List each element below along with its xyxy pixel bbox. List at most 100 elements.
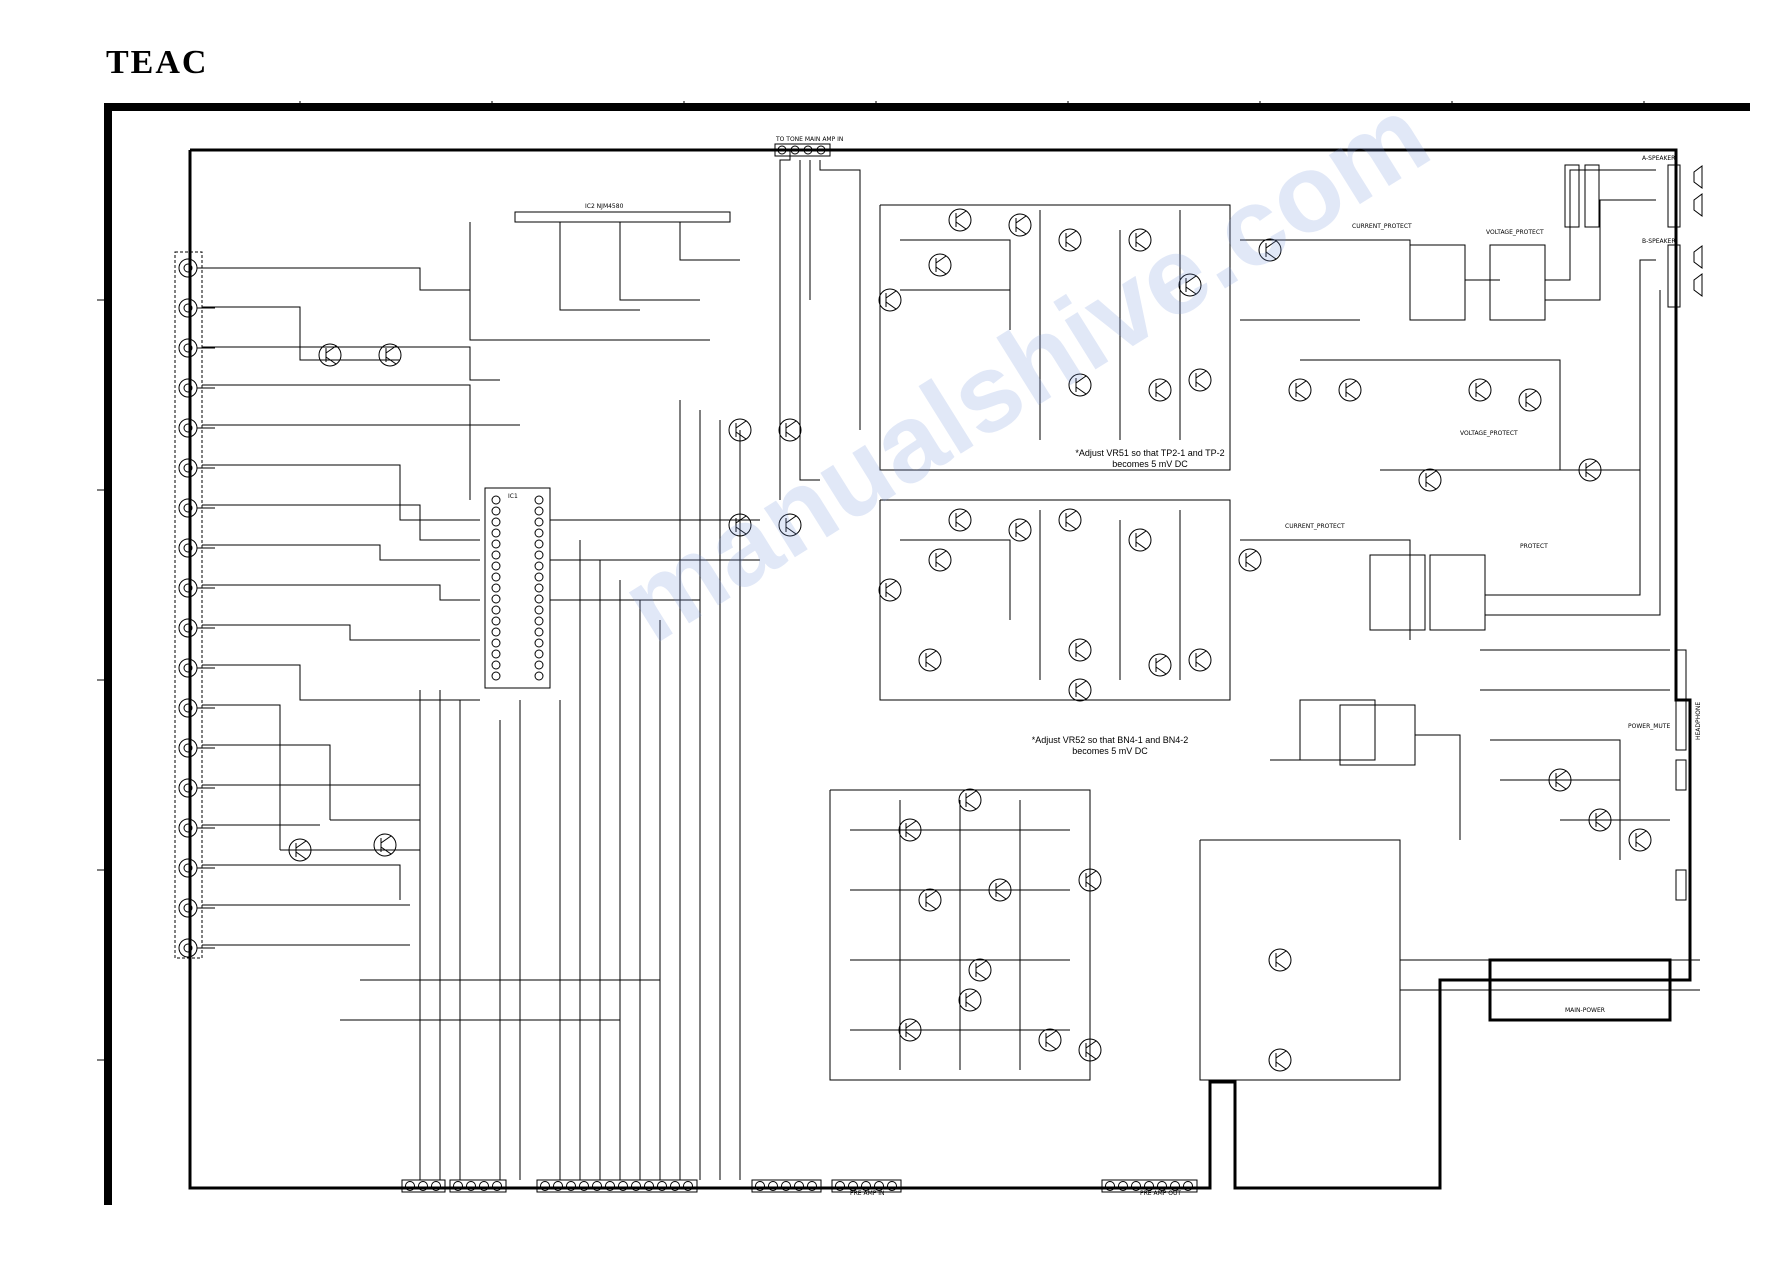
- rca-jack: [178, 418, 215, 438]
- transistor-symbol: [948, 508, 972, 532]
- transistor-symbol: [1068, 373, 1092, 397]
- transistor-symbol: [1078, 868, 1102, 892]
- ic-pin: [534, 649, 544, 659]
- bottom-connector: [831, 1179, 902, 1193]
- transistor-symbol: [948, 208, 972, 232]
- voltage-protect-label-1: VOLTAGE_PROTECT: [1486, 229, 1544, 236]
- input-jacks: [174, 251, 215, 959]
- bottom-connector: [751, 1179, 822, 1193]
- ic-pin: [491, 550, 501, 560]
- ic1-label: IC1: [508, 493, 518, 500]
- rca-jack: [178, 298, 215, 318]
- ic-pin: [491, 506, 501, 516]
- transistor-symbol: [1068, 678, 1092, 702]
- transistor-symbol: [898, 1018, 922, 1042]
- speaker-b-label: B-SPEAKER: [1642, 238, 1676, 245]
- transistor-symbol: [1178, 273, 1202, 297]
- ic-pin: [491, 539, 501, 549]
- transistor-symbol: [1148, 653, 1172, 677]
- transistor-symbol: [898, 818, 922, 842]
- ic-pin: [491, 572, 501, 582]
- current-protect-label-2: CURRENT_PROTECT: [1285, 523, 1345, 530]
- ic-pin: [491, 561, 501, 571]
- ic-pin: [534, 495, 544, 505]
- speaker-a-label: A-SPEAKER: [1642, 155, 1675, 162]
- ic-pin: [534, 616, 544, 626]
- transistor-symbol: [1058, 228, 1082, 252]
- transistor-symbol: [1068, 638, 1092, 662]
- transistor-symbol: [288, 838, 312, 862]
- ic-pin: [491, 627, 501, 637]
- bottom-connector: [401, 1179, 446, 1193]
- rca-jack: [178, 578, 215, 598]
- ic-pin: [534, 627, 544, 637]
- rca-jack: [178, 618, 215, 638]
- headphone-label: HEADPHONE: [1695, 702, 1702, 740]
- ic-pin: [534, 550, 544, 560]
- transistor-symbols: [288, 208, 1652, 1072]
- transistor-symbol: [878, 578, 902, 602]
- ic-pin: [491, 638, 501, 648]
- transistor-symbol: [1238, 548, 1262, 572]
- ic-pin: [534, 638, 544, 648]
- adjust-note-vr52: *Adjust VR52 so that BN4-1 and BN4-2 bec…: [1031, 735, 1189, 756]
- ic-pin: [491, 583, 501, 593]
- transistor-symbol: [373, 833, 397, 857]
- current-protect-label-1: CURRENT_PROTECT: [1352, 223, 1412, 230]
- transistor-symbol: [1038, 1028, 1062, 1052]
- transistor-symbol: [1008, 213, 1032, 237]
- pre-amp-in-label: PRE AMP IN: [850, 1190, 885, 1197]
- transistor-symbol: [1128, 528, 1152, 552]
- main-power-label: MAIN-POWER: [1565, 1007, 1605, 1014]
- transistor-symbol: [728, 418, 752, 442]
- ic-pin: [534, 572, 544, 582]
- transistor-symbol: [1588, 808, 1612, 832]
- power-mute-label: POWER_MUTE: [1628, 723, 1670, 730]
- rca-jack: [178, 378, 215, 398]
- rca-jack: [178, 458, 215, 478]
- transistor-symbol: [958, 788, 982, 812]
- adjust-note-vr51: *Adjust VR51 so that TP2-1 and TP-2 beco…: [1075, 448, 1225, 469]
- ic-pin: [534, 561, 544, 571]
- transistor-symbol: [378, 343, 402, 367]
- ic2-label: IC2 NJM4580: [585, 203, 624, 210]
- transistor-symbol: [1578, 458, 1602, 482]
- ic-pin: [491, 594, 501, 604]
- transistor-symbol: [958, 988, 982, 1012]
- transistor-symbol: [918, 648, 942, 672]
- transistor-symbol: [728, 513, 752, 537]
- rca-jack: [178, 898, 215, 918]
- transistor-symbol: [928, 548, 952, 572]
- transistor-symbol: [1008, 518, 1032, 542]
- transistor-symbol: [1288, 378, 1312, 402]
- transistor-symbol: [1518, 388, 1542, 412]
- voltage-protect-label-2: VOLTAGE_PROTECT: [1460, 430, 1518, 437]
- rca-jack: [178, 858, 215, 878]
- ic-pin: [491, 671, 501, 681]
- ic-pin: [491, 528, 501, 538]
- ic-pin: [534, 517, 544, 527]
- ic-pin: [534, 605, 544, 615]
- ic-pin: [491, 517, 501, 527]
- transistor-symbol: [1268, 948, 1292, 972]
- ic-pin: [534, 594, 544, 604]
- rca-jack: [178, 738, 215, 758]
- bottom-connector: [1101, 1179, 1198, 1193]
- transistor-symbol: [318, 343, 342, 367]
- ic-pin: [491, 616, 501, 626]
- ic-pin: [534, 539, 544, 549]
- bottom-connector: [536, 1179, 698, 1193]
- rca-jack: [178, 938, 215, 958]
- ic-pin: [491, 605, 501, 615]
- transistor-symbol: [1468, 378, 1492, 402]
- transistor-symbol: [1078, 1038, 1102, 1062]
- rca-jack: [178, 658, 215, 678]
- top-connector: [774, 143, 831, 157]
- transistor-symbol: [988, 878, 1012, 902]
- transistor-symbol: [1188, 648, 1212, 672]
- brand-logo: TEAC: [106, 44, 209, 81]
- transistor-symbol: [778, 513, 802, 537]
- rca-jack: [178, 698, 215, 718]
- ic-pin: [534, 660, 544, 670]
- transistor-symbol: [1188, 368, 1212, 392]
